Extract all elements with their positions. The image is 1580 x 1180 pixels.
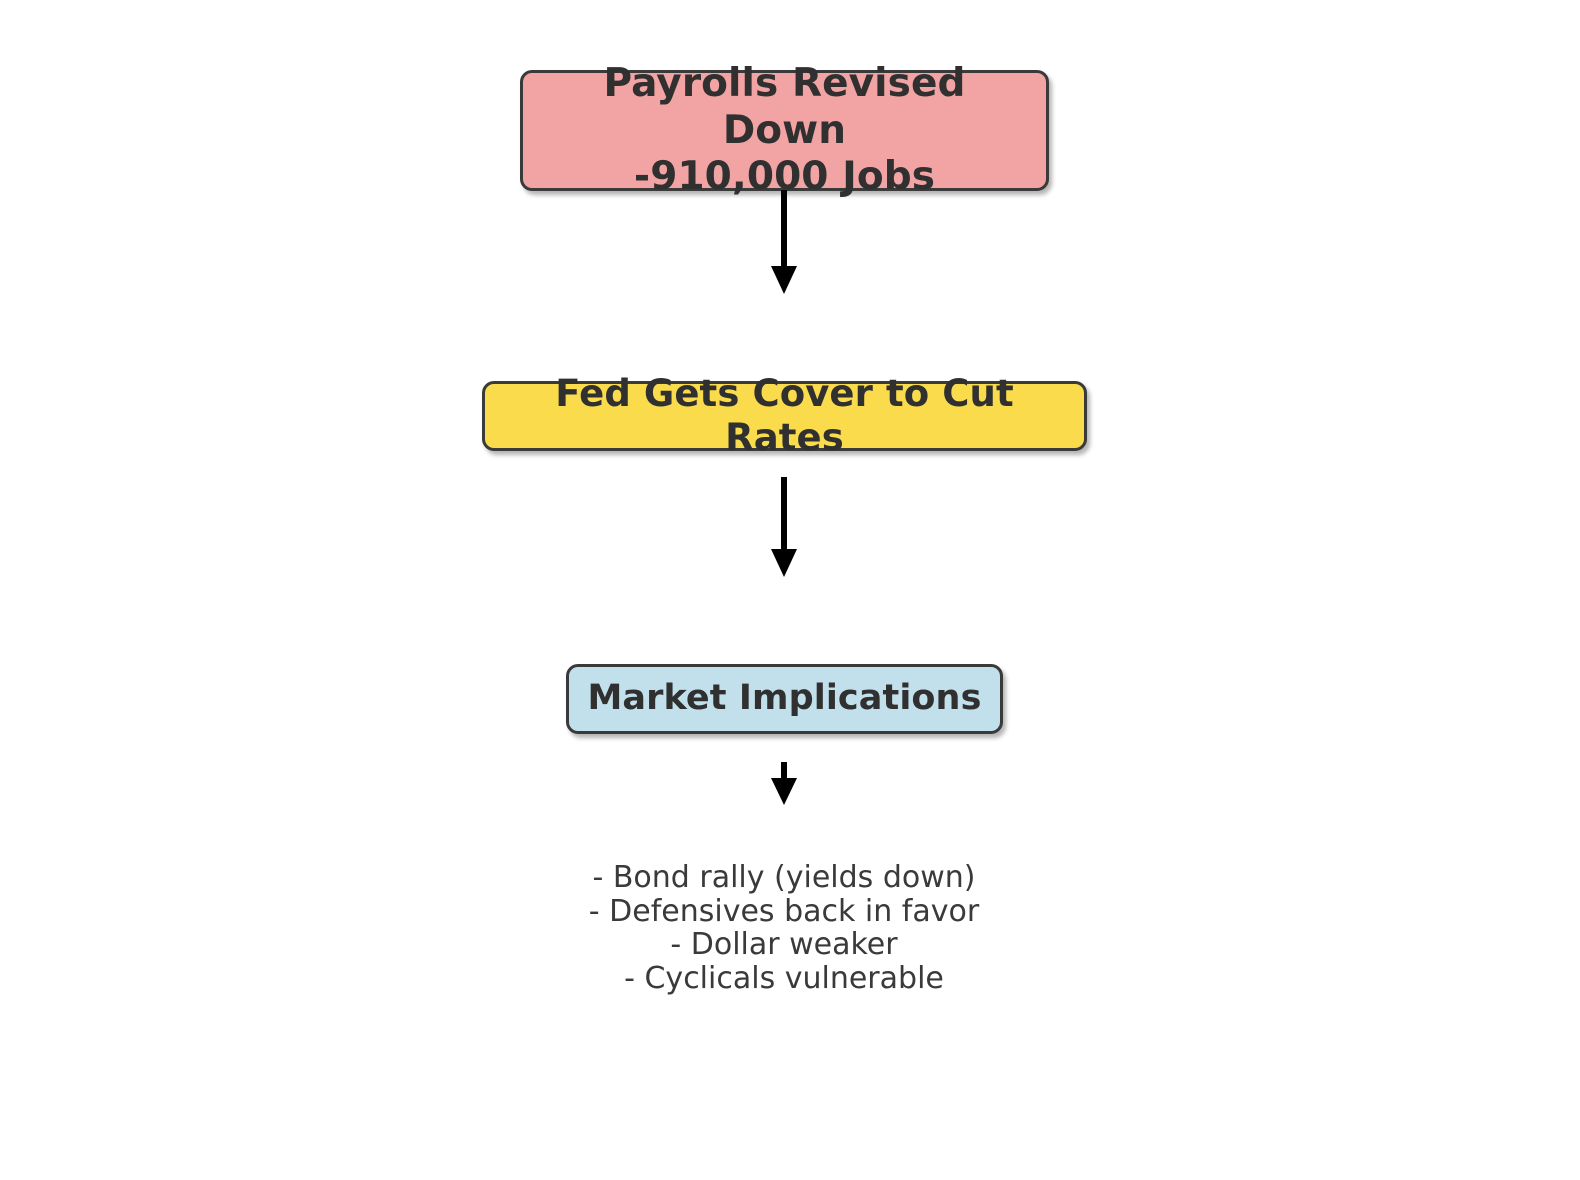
node-payrolls-label: Payrolls Revised Down -910,000 Jobs [603,61,966,199]
outcome-line-bond-rally: - Bond rally (yields down) [592,860,976,895]
outcome-line-cyclicals: - Cyclicals vulnerable [624,960,944,996]
outcome-line-defensives: - Defensives back in favor [588,893,980,929]
arrow-fed-to-market [764,451,804,579]
node-fed-label: Fed Gets Cover to Cut Rates [555,372,1014,459]
market-implications-outcome-list: - Bond rally (yields down) - Defensives … [484,861,1084,995]
node-market-label: Market Implications [587,678,982,719]
node-payrolls-revised-down[interactable]: Payrolls Revised Down -910,000 Jobs [520,61,1049,199]
node-market-implications[interactable]: Market Implications [566,664,1003,734]
node-fed-gets-cover[interactable]: Fed Gets Cover to Cut Rates [482,372,1087,459]
arrow-market-to-outcomes [764,734,804,806]
outcome-line-dollar-weaker: - Dollar weaker [670,927,898,962]
arrow-payrolls-to-fed [764,190,804,296]
